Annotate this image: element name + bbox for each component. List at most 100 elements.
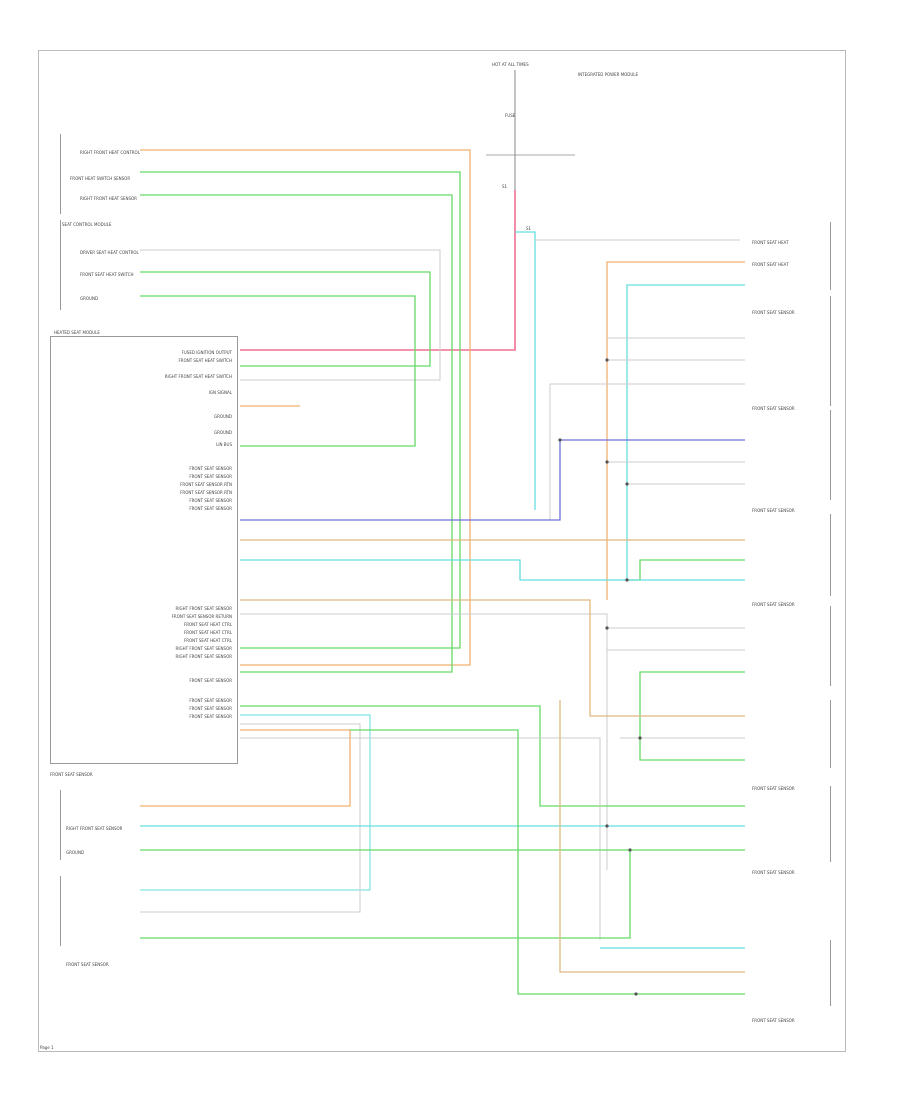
cyan-wire-lower-1 <box>140 714 371 891</box>
main-pin-label: FRONT SEAT SENSOR <box>189 474 232 479</box>
green-wire-a <box>140 171 461 649</box>
splice-dot <box>558 438 562 442</box>
right-module-6 <box>760 700 831 768</box>
main-pin-label: GROUND <box>213 414 232 419</box>
green-wire-r6 <box>627 559 745 581</box>
main-pin-label: FRONT SEAT SENSOR <box>189 706 232 711</box>
splice-dot <box>634 992 638 996</box>
main-pin-label: FRONT SEAT SENSOR <box>189 714 232 719</box>
left-mod-2: FRONT SEAT HEAT SWITCH <box>80 272 134 277</box>
right-label-2: FRONT SEAT HEAT <box>752 262 789 267</box>
main-pin-label: RIGHT FRONT SEAT SENSOR <box>175 646 232 651</box>
splice-dot <box>625 482 629 486</box>
top-left-module <box>60 134 61 214</box>
top-mod-3: RIGHT FRONT HEAT SENSOR <box>80 196 137 201</box>
orange-wire-a <box>140 149 471 666</box>
splice-dot <box>605 824 609 828</box>
bottom-right-label-2: FRONT SEAT SENSOR <box>752 1018 795 1023</box>
right-module-1 <box>760 222 831 290</box>
bottom-left-module-1 <box>60 790 61 860</box>
green-wire-c <box>140 271 431 367</box>
splice-dot <box>605 358 609 362</box>
main-mod-title: HEATED SEAT MODULE <box>54 330 100 335</box>
right-module-3 <box>760 410 831 500</box>
green-wire-lower-4 <box>140 850 631 939</box>
bottom-left-label-1: FRONT SEAT SENSOR <box>50 772 93 777</box>
main-pin-label: FRONT SEAT SENSOR <box>189 498 232 503</box>
top-mod-1: RIGHT FRONT HEAT CONTROL <box>80 150 140 155</box>
right-label-6: FRONT SEAT SENSOR <box>752 602 795 607</box>
right-module-5 <box>760 606 831 686</box>
green-wire-lower-6 <box>350 729 745 995</box>
ign-top-label: HOT AT ALL TIMES <box>492 62 529 67</box>
fuse-label: FUSE <box>505 113 516 118</box>
right-module-7 <box>760 786 831 862</box>
gray-wire-a <box>140 249 441 381</box>
orange-wire-right <box>606 261 745 600</box>
main-pin-label: FUSED IGNITION OUTPUT <box>181 350 232 355</box>
splice-a-label: S1 <box>502 184 508 189</box>
left-mod-title: SEAT CONTROL MODULE <box>62 222 112 227</box>
splice-dot <box>628 848 632 852</box>
main-pin-label: FRONT SEAT SENSOR <box>189 466 232 471</box>
green-wire-d <box>140 295 416 447</box>
right-label-5: FRONT SEAT SENSOR <box>752 508 795 513</box>
left-seat-control-module <box>60 220 61 310</box>
bottom-left-label-4: FRONT SEAT SENSOR <box>66 962 109 967</box>
splice-b-label: S1 <box>526 226 532 231</box>
orange-wire-lower <box>140 729 351 807</box>
splice-dot <box>638 736 642 740</box>
main-pin-label: GROUND <box>213 430 232 435</box>
right-label-3: FRONT SEAT SENSOR <box>752 310 795 315</box>
tan-wire-r10 <box>240 599 745 717</box>
gray-wire-m1 <box>240 613 608 870</box>
main-pin-label: FRONT SEAT SENSOR <box>189 678 232 683</box>
main-pin-label: RIGHT FRONT SEAT SENSOR <box>175 606 232 611</box>
main-pin-label: FRONT SEAT HEAT CTRL <box>183 638 232 643</box>
cyan-wire-right <box>626 284 745 580</box>
splice-dot <box>625 578 629 582</box>
tan-wire-lower <box>559 700 745 973</box>
page-footer: Page 1 <box>40 1045 54 1050</box>
right-label-7: FRONT SEAT SENSOR <box>752 786 795 791</box>
main-pin-label: LIN BUS <box>216 442 232 447</box>
main-pin-label: FRONT SEAT SENSOR RTN <box>180 490 232 495</box>
right-module-4 <box>760 514 831 596</box>
main-pin-label: RIGHT FRONT SEAT HEAT SWITCH <box>164 374 232 379</box>
main-pin-label: FRONT SEAT HEAT CTRL <box>183 622 232 627</box>
splice-dot <box>605 460 609 464</box>
main-pin-label: FRONT SEAT SENSOR <box>189 698 232 703</box>
gray-wire-lower-3 <box>240 737 601 940</box>
right-module-2 <box>760 296 831 406</box>
bottom-left-label-3: GROUND <box>66 850 85 855</box>
cyan-vertical-wire <box>515 231 536 510</box>
pink-power-wire <box>240 190 516 351</box>
green-wire-lower-1 <box>240 705 745 807</box>
main-pin-label: IGN SIGNAL <box>208 390 232 395</box>
bottom-left-module-2 <box>60 876 61 946</box>
main-pin-label: FRONT SEAT SENSOR RETURN <box>171 614 232 619</box>
bottom-right-label-1: FRONT SEAT SENSOR <box>752 870 795 875</box>
splice-dot <box>605 626 609 630</box>
bottom-left-label-2: RIGHT FRONT SEAT SENSOR <box>66 826 123 831</box>
diagram-frame <box>38 50 846 1052</box>
green-wire-b <box>140 194 453 673</box>
gray-wire-r3 <box>549 383 745 520</box>
right-module-8 <box>760 940 831 1006</box>
right-label-1: FRONT SEAT HEAT <box>752 240 789 245</box>
top-mod-2: FRONT HEAT SWITCH SENSOR <box>70 176 131 181</box>
right-label-4: FRONT SEAT SENSOR <box>752 406 795 411</box>
left-mod-1: DRIVER SEAT HEAT CONTROL <box>80 250 139 255</box>
gray-wire-lower-2 <box>140 723 361 913</box>
main-pin-label: RIGHT FRONT SEAT SENSOR <box>175 654 232 659</box>
blue-wire <box>240 439 745 521</box>
heated-seat-module <box>50 336 238 764</box>
main-pin-label: FRONT SEAT SENSOR RTN <box>180 482 232 487</box>
main-pin-label: FRONT SEAT HEAT SWITCH <box>178 358 232 363</box>
left-mod-3: GROUND <box>80 296 99 301</box>
cyan-wire-main <box>240 559 745 581</box>
main-pin-label: FRONT SEAT SENSOR <box>189 506 232 511</box>
fuse-block-label: INTEGRATED POWER MODULE <box>578 72 639 77</box>
